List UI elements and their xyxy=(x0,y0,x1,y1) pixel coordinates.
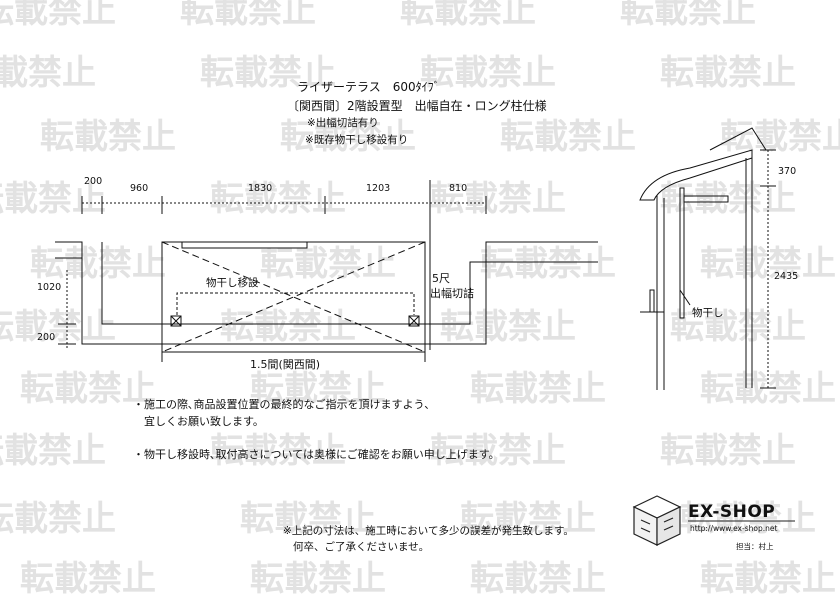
watermark-text: 転載禁止 xyxy=(460,499,596,539)
footer-line-1: ※上記の寸法は、施工時において多少の誤差が発生致します。 xyxy=(283,525,574,537)
watermark-text: 転載禁止 xyxy=(400,0,536,31)
watermark-text: 転載禁止 xyxy=(40,117,176,157)
floor-diagonal xyxy=(161,241,426,353)
watermark-text: 転載禁止 xyxy=(670,307,806,347)
watermark-text: 転載禁止 xyxy=(210,179,346,219)
note-cut: ※出幅切詰有り xyxy=(307,117,379,129)
watermark-text: 転載禁止 xyxy=(250,559,386,594)
roof-top xyxy=(709,127,767,151)
watermark-text: 転載禁止 xyxy=(680,499,816,539)
watermark-text: 転載禁止 xyxy=(0,307,116,347)
watermark-text: 転載禁止 xyxy=(620,0,756,31)
watermark-text: 転載禁止 xyxy=(480,244,616,284)
ex-shop-cube-icon xyxy=(632,495,682,546)
watermark-text: 転載禁止 xyxy=(280,117,416,157)
watermark-text: 転載禁止 xyxy=(420,53,556,93)
plan-view xyxy=(55,180,598,362)
note-relocation: ※既存物干し移設有り xyxy=(305,134,409,146)
staff-label: 担当：村上 xyxy=(736,542,774,551)
instruction-line-2: 宜しくお願い致します。 xyxy=(133,415,264,428)
side-laundry-label: 物干し xyxy=(692,306,724,319)
watermark-text: 転載禁止 xyxy=(720,117,840,157)
dim-label-810: 810 xyxy=(449,183,467,194)
watermark-text: 転載禁止 xyxy=(0,179,106,219)
leader-line xyxy=(679,289,691,306)
post-mark xyxy=(170,315,182,327)
watermark-text: 転載禁止 xyxy=(470,369,606,409)
laundry-relocation-label: 物干し移設 xyxy=(206,276,259,289)
width-label: 1.5間(関西間) xyxy=(250,358,320,371)
post-left xyxy=(170,315,182,327)
post-right xyxy=(408,315,420,327)
laundry-arm xyxy=(684,195,729,203)
inner-wall-line xyxy=(101,242,598,325)
dim-label-1830: 1830 xyxy=(248,183,272,194)
dim-label-1020: 1020 xyxy=(37,282,61,293)
post-mark xyxy=(408,315,420,327)
side-dim-2435: 2435 xyxy=(774,271,798,282)
watermark-text: 転載禁止 xyxy=(210,431,346,471)
floor-diagonal xyxy=(161,241,426,353)
watermark-text: 転載禁止 xyxy=(430,431,566,471)
watermark-text: 転載禁止 xyxy=(20,559,156,594)
dim-label-200-left: 200 xyxy=(37,332,55,343)
footer-disclaimer: ※上記の寸法は、施工時において多少の誤差が発生致します。 何卒、ご了承くださいま… xyxy=(283,523,574,555)
watermark-text: 転載禁止 xyxy=(660,53,796,93)
wall-outline xyxy=(55,241,598,345)
watermark-text: 転載禁止 xyxy=(30,244,166,284)
watermark-text: 転載禁止 xyxy=(250,369,386,409)
dim-label-960: 960 xyxy=(130,183,148,194)
roof-profile xyxy=(639,149,753,201)
watermark-text: 転載禁止 xyxy=(700,559,836,594)
cut-label-1: 5尺 xyxy=(432,272,450,285)
watermark-text: 転載禁止 xyxy=(0,499,116,539)
brand-logo-text: EX-SHOP xyxy=(688,502,776,522)
brand-url[interactable]: http://www.ex-shop.net xyxy=(690,524,778,533)
watermark-text: 転載禁止 xyxy=(220,307,356,347)
watermark-text: 転載禁止 xyxy=(0,53,96,93)
footer-line-2: 何卒、ご了承くださいませ。 xyxy=(293,541,430,553)
product-subtitle: 〔関西間〕2階設置型 出幅自在・ロング柱仕様 xyxy=(287,99,547,113)
watermark-text: 転載禁止 xyxy=(500,117,636,157)
watermark-text: 転載禁止 xyxy=(470,559,606,594)
dim-label-200: 200 xyxy=(84,176,102,187)
side-dim-370: 370 xyxy=(778,166,796,177)
watermark-text: 転載禁止 xyxy=(660,431,796,471)
watermark-text: 転載禁止 xyxy=(200,53,336,93)
product-title: ライザーテラス 600ﾀｲﾌﾞ xyxy=(297,80,440,94)
watermark-text: 転載禁止 xyxy=(0,0,116,31)
instruction-note-2: ・物干し移設時､取付高さについては奥様にご確認をお願い申し上げます。 xyxy=(133,448,500,461)
laundry-pole-outline xyxy=(176,292,415,315)
watermark-text: 転載禁止 xyxy=(430,179,566,219)
laundry-post xyxy=(679,187,685,319)
watermark-text: 転載禁止 xyxy=(0,431,106,471)
small-post xyxy=(649,289,655,313)
dim-label-1203: 1203 xyxy=(366,183,390,194)
watermark-text: 転載禁止 xyxy=(20,369,156,409)
cut-label-2: 出幅切詰 xyxy=(430,286,474,300)
plan-dimension-labels: 200 960 1830 1203 810 1020 200 1.5間(関西間)… xyxy=(37,166,798,371)
watermark-text: 転載禁止 xyxy=(440,307,576,347)
side-view xyxy=(639,127,776,390)
watermark-text: 転載禁止 xyxy=(180,0,316,31)
beam xyxy=(181,241,308,249)
instruction-note-1: ・施工の際､商品設置位置の最終的なご指示を頂けますよう､ 宜しくお願い致します。 xyxy=(133,396,430,430)
watermark-text: 転載禁止 xyxy=(240,499,376,539)
instruction-line-1: ・施工の際､商品設置位置の最終的なご指示を頂けますよう､ xyxy=(133,398,430,411)
